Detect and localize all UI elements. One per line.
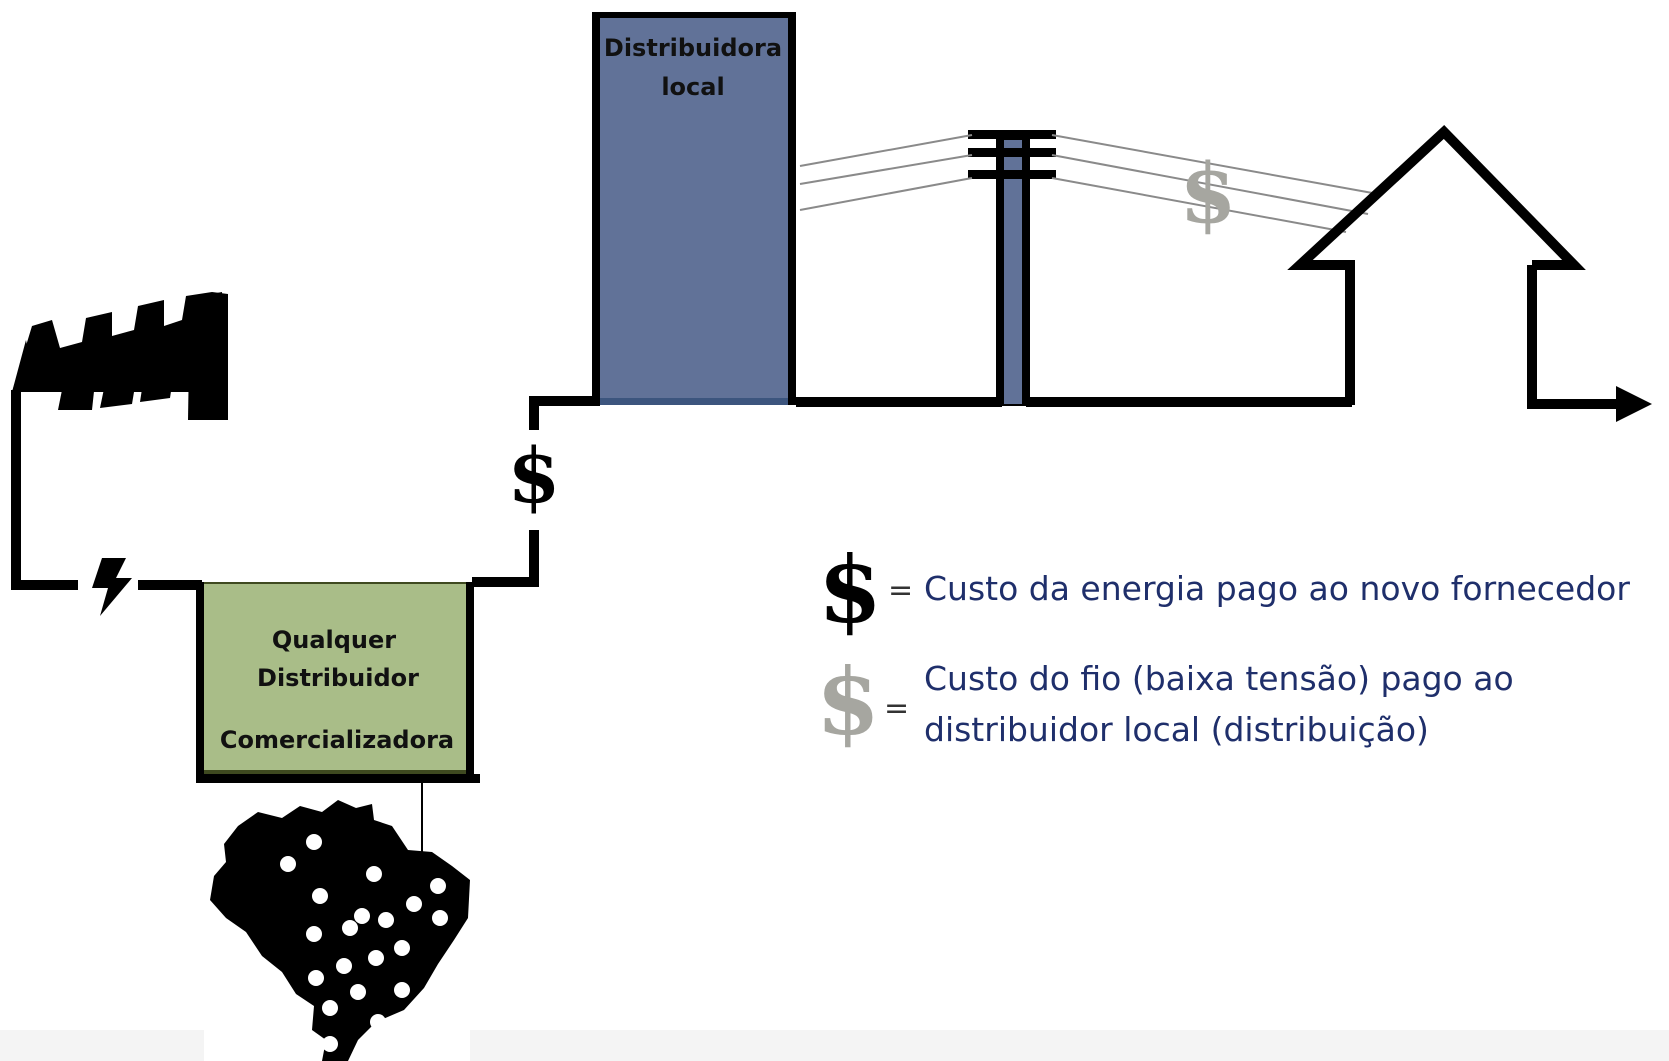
- distributor-box: Distribuidora local: [592, 12, 796, 405]
- distributor-box-line1: Distribuidora: [604, 34, 782, 62]
- legend-wire-cost-dollar-icon: $: [816, 648, 880, 756]
- wire-cost-dollar-icon: $: [1179, 146, 1236, 242]
- supply-line: [11, 390, 202, 590]
- legend-item-energy-cost: $ = Custo da energia pago ao novo fornec…: [818, 536, 1630, 644]
- trader-box-line2: Distribuidor: [257, 664, 419, 692]
- energy-cost-dollar-icon: $: [508, 431, 561, 520]
- utility-pole-icon: [968, 130, 1056, 406]
- brazil-map-icon: [210, 800, 470, 1061]
- legend-energy-cost-text: Custo da energia pago ao novo fornecedor: [924, 569, 1630, 608]
- trader-box: Qualquer Distribuidor Comercializadora: [196, 582, 480, 783]
- trader-box-line3: Comercializadora: [220, 726, 454, 754]
- factory-icon: [12, 292, 228, 420]
- legend-wire-cost-text-line1: Custo do fio (baixa tensão) pago ao: [924, 659, 1514, 698]
- legend-energy-cost-equals: =: [888, 573, 913, 608]
- distributor-box-line2: local: [661, 73, 724, 101]
- legend: $ = Custo da energia pago ao novo fornec…: [816, 536, 1630, 756]
- legend-energy-cost-dollar-icon: $: [818, 536, 882, 644]
- trader-box-line1: Qualquer: [272, 626, 396, 654]
- lightning-bolt-icon: [92, 558, 132, 616]
- overhead-wires: [799, 134, 1379, 233]
- bottom-band: [0, 1030, 1669, 1061]
- arrow-head-icon: [1616, 386, 1652, 422]
- house-icon: [1287, 125, 1586, 405]
- legend-wire-cost-equals: =: [884, 691, 909, 726]
- legend-wire-cost-text-line2: distribuidor local (distribuição): [924, 710, 1429, 749]
- distribution-line: [796, 265, 1620, 409]
- trader-output-line: [472, 396, 600, 587]
- legend-item-wire-cost: $ = Custo do fio (baixa tensão) pago ao …: [816, 648, 1514, 756]
